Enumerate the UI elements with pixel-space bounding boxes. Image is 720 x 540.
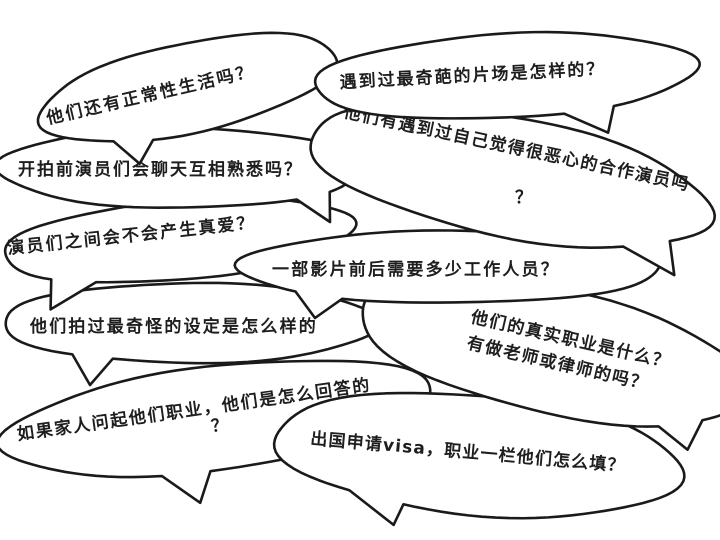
bubble-question-text: ？: [210, 415, 230, 437]
speech-bubble-b5: 他们拍过最奇怪的设定是怎么样的: [4, 281, 383, 387]
bubble-question-text: ？: [515, 188, 532, 208]
bubble-outline: [313, 30, 701, 134]
speech-bubble-b6: 一部影片前后需要多少工作人员？: [233, 229, 662, 320]
bubble-outline: [36, 31, 339, 165]
bubble-question-text: 开拍前演员们会聊天互相熟悉吗？: [18, 159, 303, 180]
bubble-question-text: 一部影片前后需要多少工作人员？: [272, 259, 560, 280]
speech-bubble-b8: 他们的真实职业是什么？有做老师或律师的吗？: [361, 277, 720, 452]
bubble-question-text: 他们拍过最奇怪的设定是怎么样的: [29, 316, 318, 337]
speech-bubble-b2: 遇到过最奇葩的片场是怎样的？: [313, 30, 701, 134]
speech-bubble-b3: 开拍前演员们会聊天互相熟悉吗？: [0, 126, 361, 224]
speech-bubble-b9: 出国申请visa，职业一栏他们怎么填？: [272, 391, 686, 527]
